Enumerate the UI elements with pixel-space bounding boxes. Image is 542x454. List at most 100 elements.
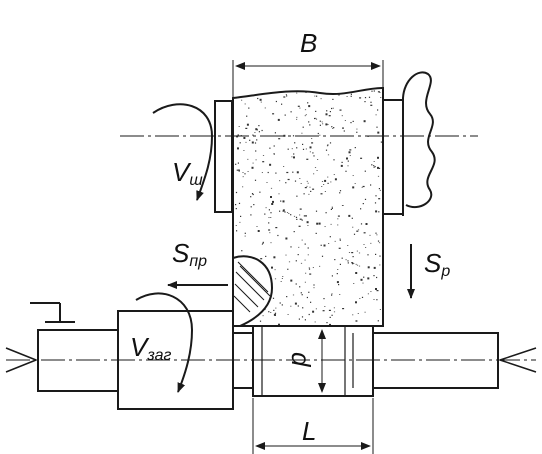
grain-dot	[252, 193, 254, 196]
grain-dot	[347, 260, 349, 262]
grain-dot	[304, 319, 306, 321]
grain-dot	[261, 172, 263, 174]
grain-dot	[292, 135, 295, 137]
grain-dot	[254, 142, 257, 144]
grain-dot	[329, 236, 331, 238]
grain-dot	[341, 115, 343, 117]
grain-dot	[301, 132, 303, 134]
grain-dot	[271, 203, 274, 205]
grain-dot	[238, 170, 240, 172]
grain-dot	[378, 167, 381, 169]
grain-dot	[283, 96, 286, 98]
grain-dot	[337, 224, 339, 226]
grain-dot	[371, 164, 373, 166]
grain-dot	[375, 232, 377, 234]
grain-dot	[280, 200, 282, 202]
grain-dot	[265, 207, 267, 209]
grain-dot	[363, 244, 365, 246]
grain-dot	[247, 171, 249, 172]
grain-dot	[375, 288, 377, 290]
grain-dot	[377, 175, 380, 177]
grain-dot	[284, 114, 286, 116]
grain-dot	[377, 240, 380, 242]
grain-dot	[274, 314, 276, 316]
grain-dot	[339, 263, 341, 265]
grain-dot	[331, 294, 333, 296]
label-radial-feed: Sр	[424, 248, 450, 280]
grain-dot	[249, 139, 251, 141]
grain-dot	[314, 321, 316, 323]
grain-dot	[266, 182, 268, 183]
wheel-left-flange	[214, 100, 233, 213]
grain-dot	[273, 309, 275, 311]
grain-dot	[314, 95, 316, 97]
grain-dot	[339, 239, 341, 241]
label-width-B: B	[300, 28, 317, 58]
grain-dot	[356, 264, 359, 266]
grain-dot	[320, 193, 323, 195]
grain-dot	[377, 166, 379, 169]
grain-dot	[274, 312, 277, 314]
grain-dot	[311, 142, 314, 144]
grain-dot	[315, 117, 317, 119]
grain-dot	[268, 209, 270, 211]
grain-dot	[241, 250, 243, 252]
dimension-diameter-d: d	[286, 329, 326, 393]
grain-dot	[373, 161, 375, 162]
grain-dot	[334, 259, 336, 261]
grain-dot	[261, 129, 263, 132]
grain-dot	[279, 302, 281, 304]
grain-dot	[303, 193, 305, 195]
grain-dot	[336, 273, 338, 275]
grain-dot	[281, 304, 283, 306]
grain-dot	[329, 142, 332, 144]
grain-dot	[282, 200, 285, 203]
grain-dot	[367, 293, 369, 295]
grain-dot	[367, 277, 370, 280]
grain-dot	[287, 178, 290, 181]
grain-dot	[321, 121, 323, 123]
grain-dot	[296, 116, 298, 118]
grain-dot	[327, 182, 329, 184]
grain-dot	[285, 254, 287, 256]
grain-dot	[332, 107, 334, 109]
grain-dot	[329, 111, 331, 113]
grain-dot	[295, 283, 297, 285]
grain-dot	[359, 298, 361, 299]
grain-dot	[293, 215, 296, 217]
grain-dot	[350, 93, 352, 95]
grain-dot	[237, 162, 239, 164]
grain-dot	[377, 109, 379, 111]
grain-dot	[353, 283, 355, 284]
grain-dot	[339, 294, 341, 295]
longitudinal-feed-arrow: Sпр	[167, 238, 228, 289]
grain-dot	[342, 205, 344, 206]
grain-dot	[252, 134, 254, 136]
grain-dot	[286, 95, 288, 97]
grain-dot	[324, 226, 326, 228]
grain-dot	[309, 186, 311, 188]
grain-dot	[351, 217, 353, 219]
grain-dot	[297, 254, 299, 256]
grain-dot	[286, 171, 289, 174]
grain-dot	[319, 124, 321, 126]
grain-dot	[345, 170, 347, 172]
grain-dot	[312, 188, 315, 190]
grain-dot	[345, 259, 347, 261]
grain-dot	[352, 120, 354, 122]
grain-dot	[367, 136, 369, 137]
grain-dot	[274, 269, 276, 271]
label-diameter-d: d	[286, 352, 316, 368]
grain-dot	[244, 235, 246, 237]
grain-dot	[378, 242, 381, 244]
grain-dot	[251, 193, 254, 195]
grain-dot	[278, 193, 280, 195]
grain-dot	[299, 286, 301, 288]
grain-dot	[284, 211, 286, 213]
grain-dot	[308, 105, 311, 108]
grain-dot	[274, 278, 277, 280]
grain-dot	[255, 159, 257, 161]
grain-dot	[308, 313, 310, 316]
grain-dot	[264, 107, 266, 109]
grain-dot	[262, 161, 265, 163]
